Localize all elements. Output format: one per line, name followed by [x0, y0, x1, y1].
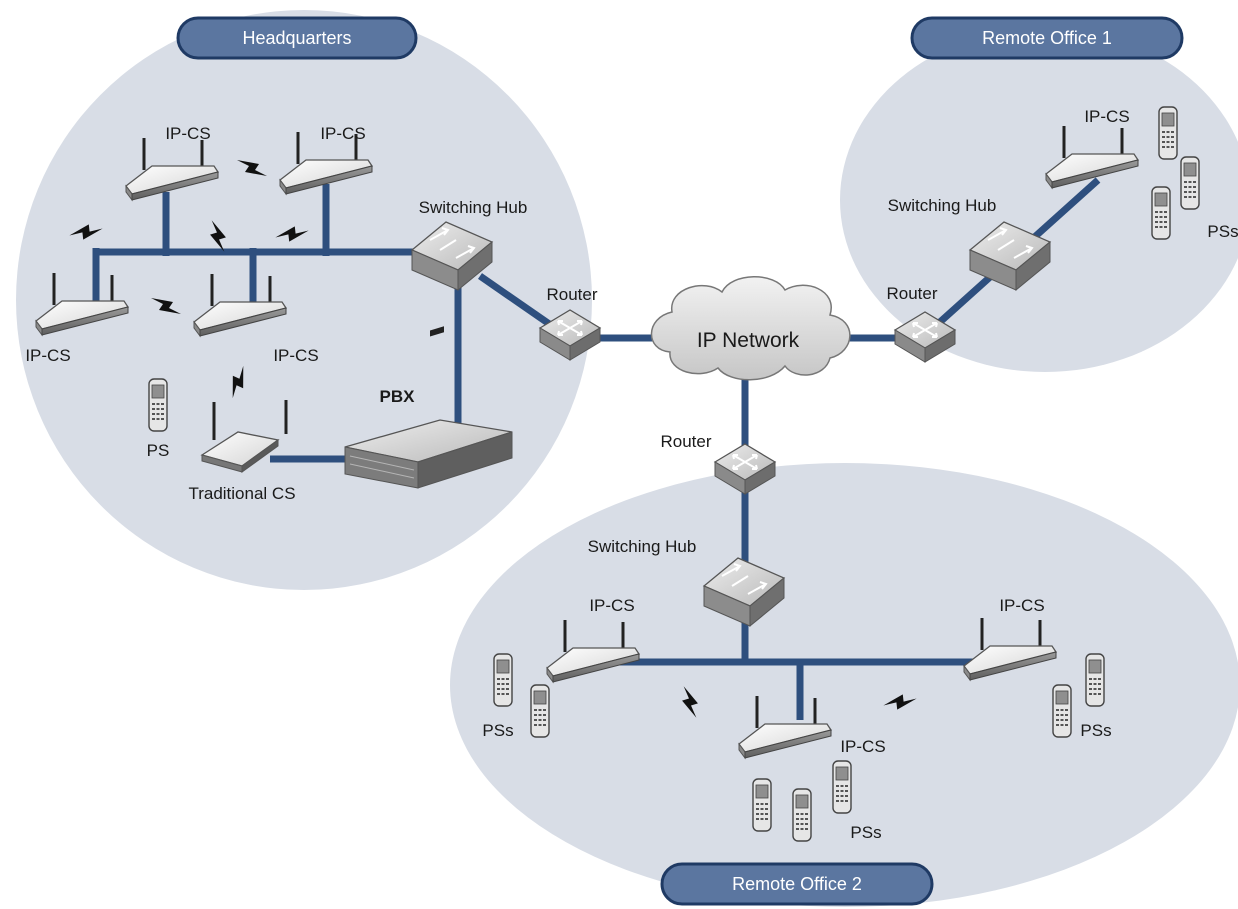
pss-label: PSs — [1207, 222, 1238, 241]
handset-icon — [1151, 186, 1171, 240]
ip-cs-label: IP-CS — [25, 346, 70, 365]
headquarters-area — [16, 10, 592, 590]
remote-office-2-title: Remote Office 2 — [732, 874, 862, 894]
headquarters-banner: Headquarters — [176, 16, 418, 60]
switching-hub-label: Switching Hub — [419, 198, 528, 217]
traditional-cs-label: Traditional CS — [188, 484, 295, 503]
handset-icon — [792, 788, 812, 842]
handset-icon — [832, 760, 852, 814]
ip-cs-label: IP-CS — [165, 124, 210, 143]
pbx-label: PBX — [380, 387, 416, 406]
handset-icon — [1085, 653, 1105, 707]
handset-icon — [1180, 156, 1200, 210]
headquarters-title: Headquarters — [242, 28, 351, 48]
handset-icon — [1052, 684, 1072, 738]
ip-cs-label: IP-CS — [1084, 107, 1129, 126]
ip-network-cloud-icon — [650, 276, 851, 381]
handset-icon — [148, 378, 168, 432]
traditional-cs-icon — [200, 400, 288, 473]
ps-label: PS — [147, 441, 170, 460]
ip-network-label: IP Network — [697, 329, 800, 352]
switching-hub-label: Switching Hub — [588, 537, 697, 556]
pss-label: PSs — [482, 721, 513, 740]
router-label: Router — [886, 284, 937, 303]
remote-office-1-area — [840, 28, 1238, 372]
pss-label: PSs — [850, 823, 881, 842]
ip-cs-label: IP-CS — [320, 124, 365, 143]
handset-icon — [530, 684, 550, 738]
pbx-icon — [344, 326, 513, 489]
remote-office-2-banner: Remote Office 2 — [660, 862, 934, 906]
pss-label: PSs — [1080, 721, 1111, 740]
handset-icon — [752, 778, 772, 832]
remote-office-1-title: Remote Office 1 — [982, 28, 1112, 48]
ip-cs-label: IP-CS — [840, 737, 885, 756]
network-cabling — [92, 177, 1101, 720]
ip-cs-label: IP-CS — [589, 596, 634, 615]
handset-icon — [493, 653, 513, 707]
router-label: Router — [546, 285, 597, 304]
router-label: Router — [660, 432, 711, 451]
ip-cs-label: IP-CS — [273, 346, 318, 365]
remote-office-2-area — [450, 463, 1238, 907]
switching-hub-label: Switching Hub — [888, 196, 997, 215]
handset-icon — [1158, 106, 1178, 160]
ip-cs-label: IP-CS — [999, 596, 1044, 615]
remote-office-1-banner: Remote Office 1 — [910, 16, 1184, 60]
